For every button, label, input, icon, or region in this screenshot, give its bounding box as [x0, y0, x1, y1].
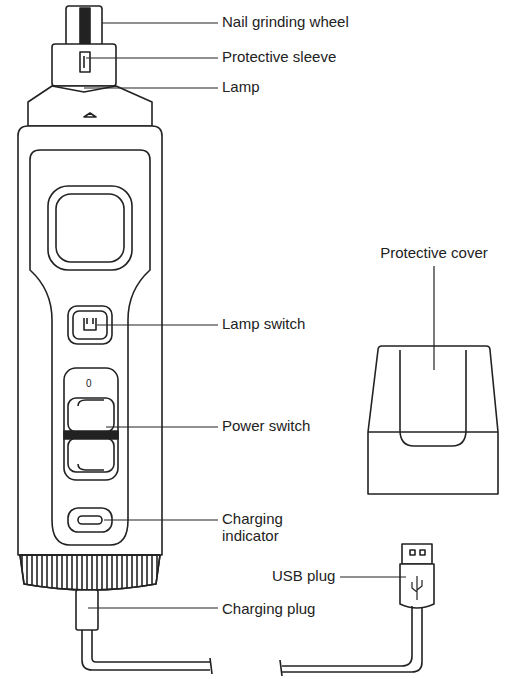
part-label: Charging indicator: [222, 510, 308, 544]
sleeve-slot: [80, 52, 90, 72]
cable: [82, 630, 210, 670]
part-label: USB plug: [272, 567, 335, 584]
usb-plug: [402, 544, 432, 564]
switch-mark: 0: [86, 378, 92, 389]
grip-panel: [30, 150, 150, 545]
part-label: Protective cover: [380, 244, 488, 261]
part-label: Lamp: [222, 78, 260, 95]
leader-lines: [84, 23, 434, 608]
part-label: Charging plug: [222, 600, 315, 617]
part-label: Protective sleeve: [222, 48, 336, 65]
protective-cover: [368, 346, 498, 494]
wheel-stripe: [80, 8, 90, 44]
part-label: Power switch: [222, 417, 310, 434]
grinding-wheel: [66, 6, 102, 46]
knurled-base: [20, 555, 160, 590]
part-label: Nail grinding wheel: [222, 13, 349, 30]
device-body: [18, 126, 162, 555]
top-button: [48, 186, 132, 270]
protective-sleeve: [52, 44, 116, 86]
part-label: Lamp switch: [222, 315, 305, 332]
charging-plug: [76, 590, 98, 630]
power-switch: [64, 368, 118, 480]
lamp-head: [28, 86, 152, 126]
